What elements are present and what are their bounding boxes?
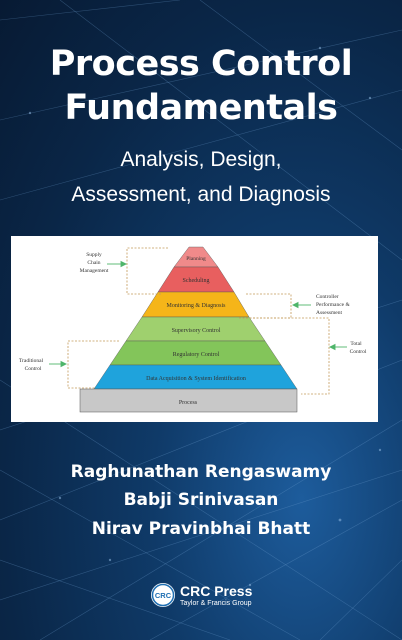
annotation-supply-chain-line2: Chain bbox=[87, 260, 100, 266]
annotation-controller-line3: Assessment bbox=[316, 310, 342, 316]
level-label-planning: Planning bbox=[186, 256, 206, 262]
publisher-subline: Taylor & Francis Group bbox=[180, 600, 252, 607]
level-label-process: Process bbox=[179, 400, 198, 406]
crc-press-logo-icon: CRC bbox=[151, 583, 175, 607]
publisher-block: CRC CRC Press Taylor & Francis Group bbox=[150, 582, 260, 612]
arrow-controller bbox=[291, 301, 299, 309]
author-2: Babji Srinivasan bbox=[123, 490, 279, 510]
arrow-supply-chain bbox=[120, 260, 128, 268]
arrow-total-control bbox=[328, 343, 336, 351]
dashed-brackets bbox=[67, 247, 330, 395]
bracket-controller bbox=[243, 293, 292, 319]
book-subtitle-line-2: Assessment, and Diagnosis bbox=[71, 183, 331, 206]
annotation-supply-chain-line1: Supply bbox=[86, 252, 102, 258]
green-arrows bbox=[49, 260, 347, 368]
publisher-name: CRC Press bbox=[180, 583, 253, 599]
annotation-supply-chain-line3: Management bbox=[80, 268, 109, 274]
pyramid-figure-panel: Planning Scheduling Monitoring & Diagnos… bbox=[11, 236, 378, 422]
author-1: Raghunathan Rengaswamy bbox=[70, 462, 332, 482]
annotation-traditional-line2: Control bbox=[25, 366, 42, 372]
author-3: Nirav Pravinbhai Bhatt bbox=[91, 519, 311, 539]
level-label-supervisory: Supervisory Control bbox=[172, 328, 221, 334]
annotation-total-control-line2: Control bbox=[350, 349, 367, 355]
bracket-traditional bbox=[67, 340, 119, 389]
pyramid-level-process bbox=[79, 388, 298, 413]
annotation-traditional-line1: Traditional bbox=[19, 358, 44, 364]
level-label-scheduling: Scheduling bbox=[183, 278, 210, 284]
annotation-controller-line1: Controller bbox=[316, 294, 339, 300]
level-label-monitoring: Monitoring & Diagnosis bbox=[166, 303, 226, 309]
annotation-controller-line2: Performance & bbox=[316, 301, 350, 308]
pyramid-diagram: Planning Scheduling Monitoring & Diagnos… bbox=[19, 246, 367, 413]
level-label-regulatory: Regulatory Control bbox=[173, 352, 220, 358]
book-subtitle-line-1: Analysis, Design, bbox=[120, 148, 282, 171]
level-label-data-acquisition: Data Acquisition & System Identification bbox=[146, 375, 246, 382]
arrow-traditional bbox=[60, 360, 68, 368]
book-title-line-2: Fundamentals bbox=[64, 88, 338, 128]
book-title-line-1: Process Control bbox=[49, 44, 353, 84]
crc-logo-text: CRC bbox=[155, 591, 172, 600]
annotation-total-control-line1: Total bbox=[350, 341, 362, 347]
bracket-total-control bbox=[239, 317, 330, 395]
bracket-supply-chain bbox=[126, 247, 168, 295]
